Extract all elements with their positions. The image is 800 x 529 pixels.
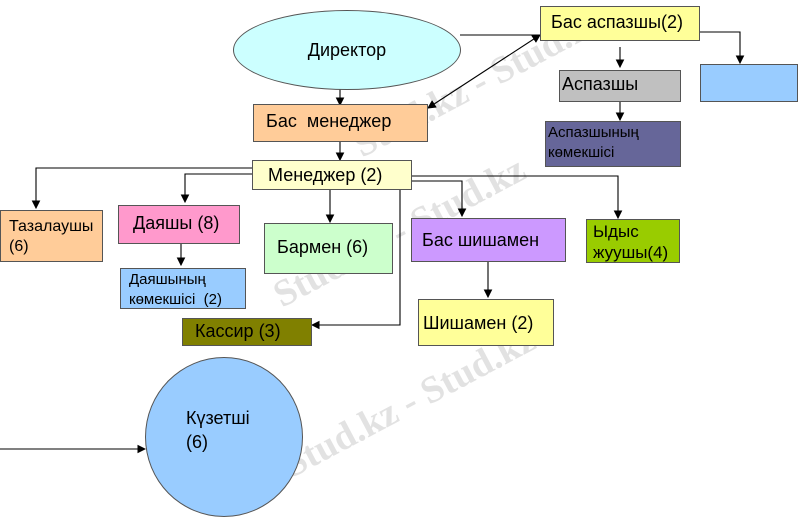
cashier-node: Кассир (3) <box>182 318 312 346</box>
chef-node: Аспазшы <box>559 70 681 102</box>
barman-label: Бармен (6) <box>277 237 369 257</box>
waiter-node: Даяшы (8) <box>118 205 240 244</box>
head-hookah-node: Бас шишамен <box>411 218 566 262</box>
cashier-label: Кассир (3) <box>195 321 281 341</box>
hookah-label: Шишамен (2) <box>423 313 534 333</box>
head-chef-node: Бас аспазшы(2) <box>540 6 700 41</box>
manager-label: Менеджер (2) <box>268 165 383 185</box>
cleaner-label: Тазалаушы (6) <box>9 218 94 255</box>
barman-node: Бармен (6) <box>264 223 393 274</box>
cleaner-node: Тазалаушы (6) <box>0 210 103 262</box>
chef-helper-node: Аспазшының көмекшісі <box>545 121 681 167</box>
waiter-helper-node: Даяшының көмекшісі (2) <box>120 268 246 309</box>
blue-box-node <box>700 64 798 102</box>
waiter-helper-label: Даяшының көмекшісі (2) <box>129 271 222 308</box>
head-manager-node: Бас менеджер <box>253 104 428 142</box>
waiter-label: Даяшы (8) <box>133 213 220 233</box>
guard-label: Күзетші (6) <box>186 408 250 452</box>
director-node: Директор <box>233 10 461 90</box>
manager-node: Менеджер (2) <box>252 160 412 190</box>
head-chef-label: Бас аспазшы(2) <box>551 12 684 32</box>
hookah-node: Шишамен (2) <box>418 299 554 346</box>
chef-label: Аспазшы <box>562 74 639 94</box>
guard-node: Күзетші (6) <box>145 357 303 517</box>
head-hookah-label: Бас шишамен <box>422 230 540 250</box>
chef-helper-label: Аспазшының көмекшісі <box>548 124 639 161</box>
dishwasher-node: Ыдыс жуушы(4) <box>586 219 680 263</box>
dishwasher-label: Ыдыс жуушы(4) <box>593 222 669 262</box>
head-manager-label: Бас менеджер <box>266 111 392 131</box>
director-label: Директор <box>307 39 387 60</box>
